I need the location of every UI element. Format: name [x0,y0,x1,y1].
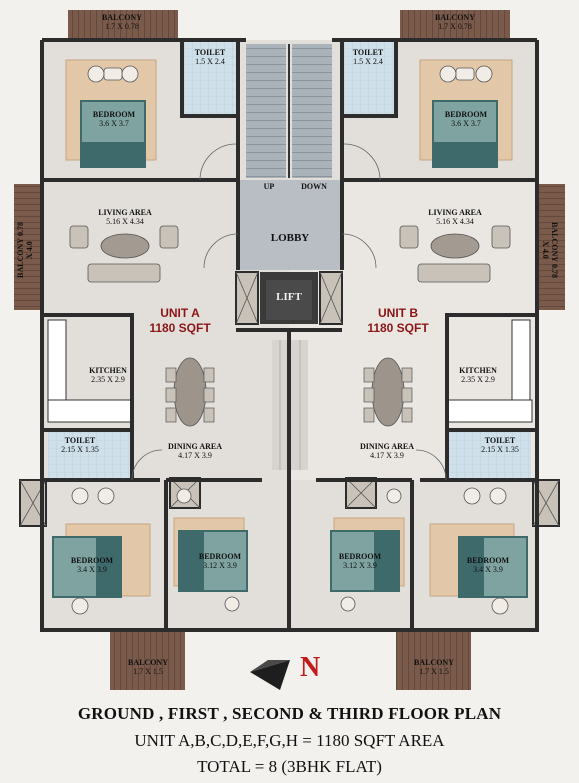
balcony-top-right [400,10,510,40]
plan-subtitle-area: UNIT A,B,C,D,E,F,G,H = 1180 SQFT AREA [134,731,445,750]
north-label: N [300,652,321,683]
plan-title: GROUND , FIRST , SECOND & THIRD FLOOR PL… [77,704,502,723]
balcony-right-label: BALCONY 0.78 X 4.0 [541,221,559,278]
lift-label: LIFT [276,291,302,303]
balcony-bottom-right [396,630,471,690]
stair-up-label: UP [263,182,275,191]
staircase-left [246,44,286,178]
stair-down-label: DOWN [301,182,327,191]
north-arrow-icon [250,660,290,690]
floor-plan [14,10,565,690]
balcony-left [14,184,42,310]
lobby-label: LOBBY [270,232,310,244]
lobby-area [238,180,342,270]
balcony-left-label: BALCONY 0.78 X 4.0 [16,222,34,279]
balcony-right [537,184,565,310]
staircase-right [292,44,332,178]
balcony-bottom-left [110,630,185,690]
balcony-top-left [68,10,178,40]
plan-subtitle-total: TOTAL = 8 (3BHK FLAT) [197,757,382,776]
